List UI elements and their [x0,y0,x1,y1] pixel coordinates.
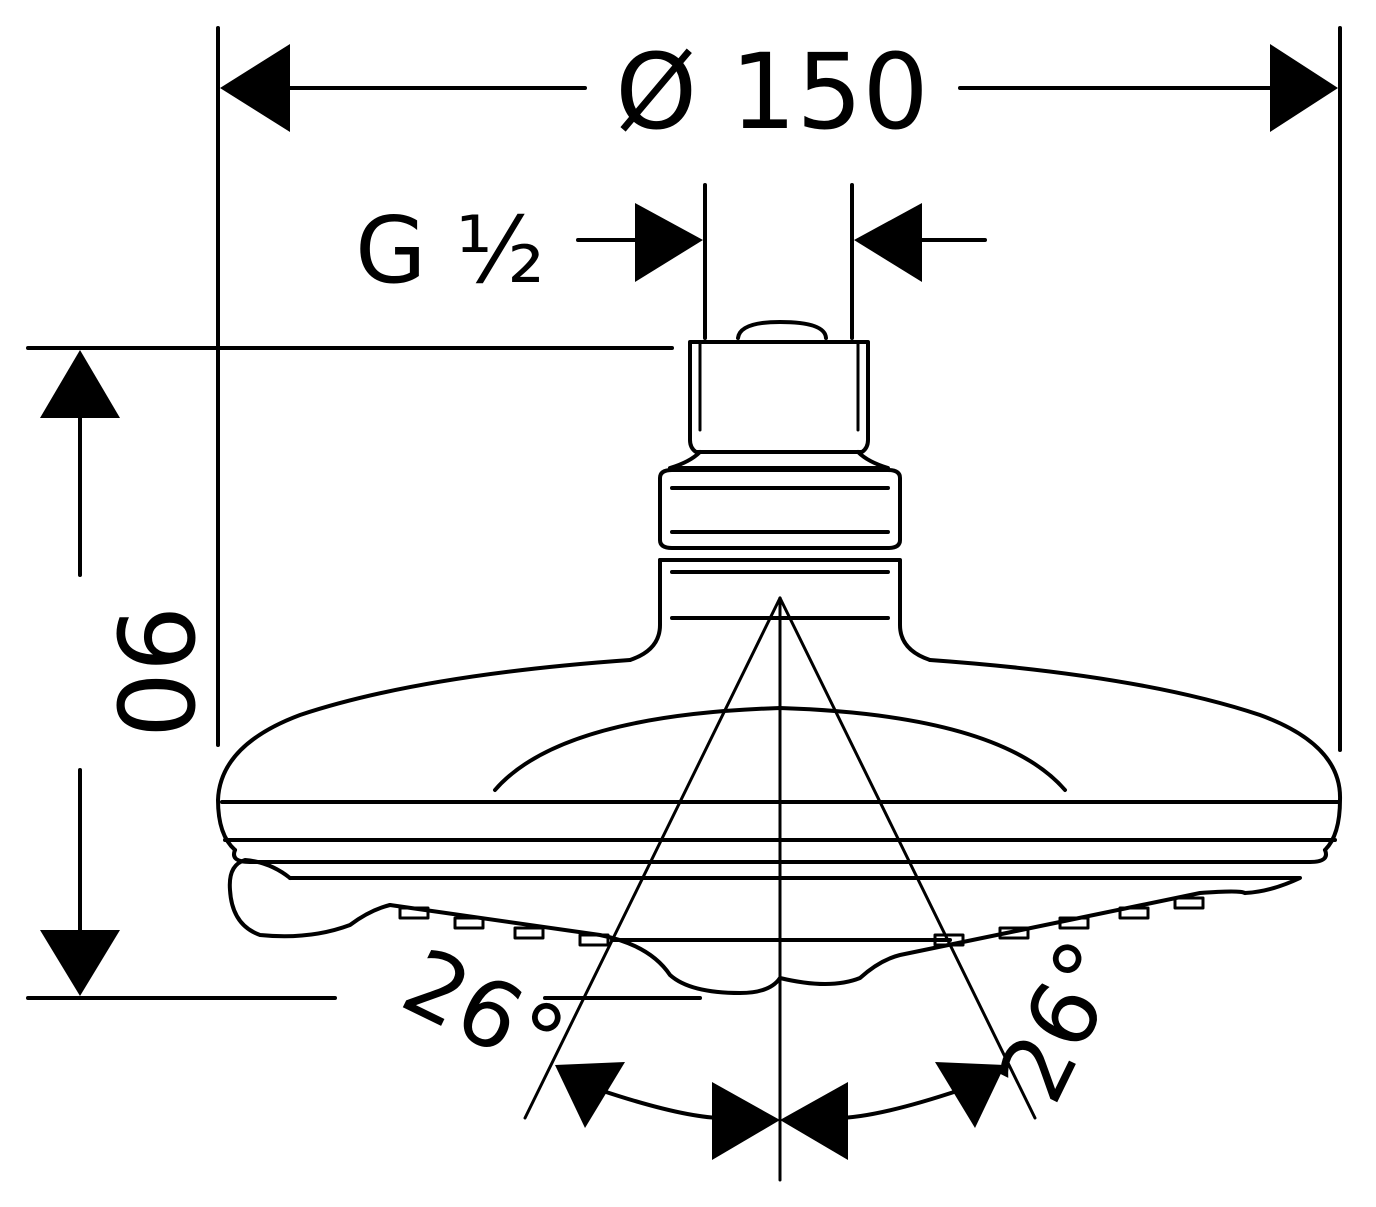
nut-cap [736,320,828,340]
height-arrow-bottom [40,930,120,996]
height-arrow-top [40,350,120,418]
side-lever [227,858,392,939]
angle-line-right [778,596,1037,1120]
diameter-dimension [216,26,1342,752]
angle-arrow-left-outer [555,1062,625,1128]
diameter-label: Ø 150 [615,31,928,153]
diameter-arrow-left [220,44,290,132]
angle-arrow-left-inner [712,1082,780,1160]
hex-nut [688,340,870,454]
thread-label: G ½ [355,197,545,304]
angle-arrow-right-outer [935,1062,1005,1128]
collar-lower [658,558,932,662]
thread-arrow-left [635,203,703,282]
angle-line-left [523,596,782,1120]
thread-arrow-right [854,203,922,282]
dome-top [216,658,632,852]
thread-dimension [576,183,987,340]
angle-arc-left [598,1088,732,1121]
collar-upper [658,468,902,550]
angle-arc-right [828,1088,962,1121]
diameter-arrow-right [1270,44,1338,132]
height-label: 90 [93,606,215,738]
angle-arrow-right-inner [780,1082,848,1160]
angle-label-left: 26° [387,928,580,1096]
angle-dimension [523,596,1037,1182]
neck [668,450,890,470]
height-dimension [26,346,702,1000]
nozzles [398,896,1205,947]
angle-label-right: 26° [978,924,1146,1117]
